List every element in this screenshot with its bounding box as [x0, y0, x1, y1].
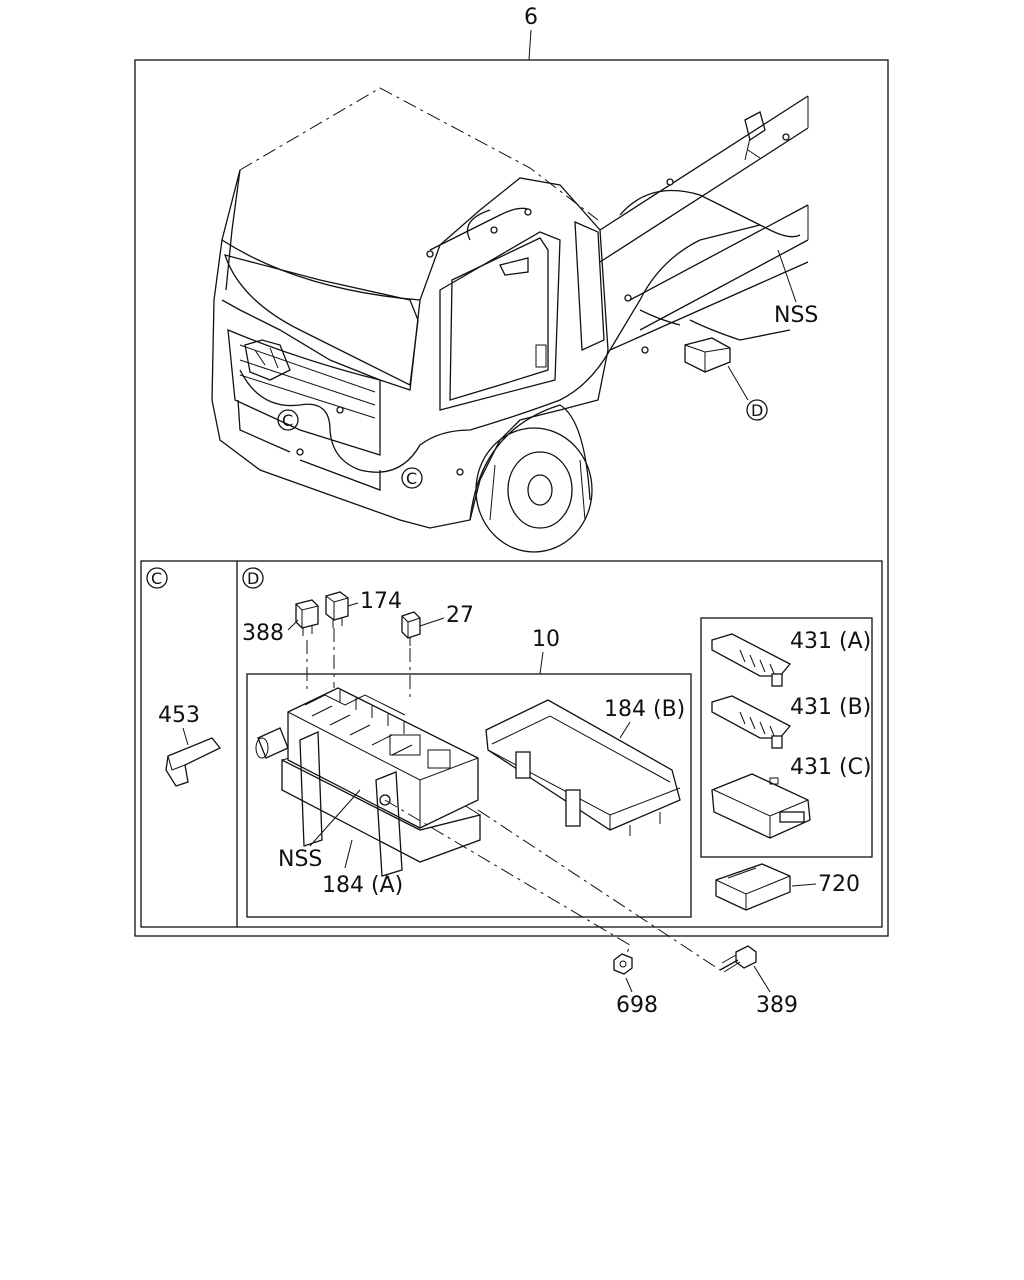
connector-431b	[711, 695, 792, 749]
main-frame	[134, 59, 889, 937]
fuse-box-frame	[246, 673, 692, 918]
relay-388	[295, 599, 319, 636]
part-431a-label: 431 (A)	[790, 629, 871, 654]
part-184a-label: 184 (A)	[322, 873, 403, 898]
fuse-box-cover	[485, 699, 681, 836]
connector-431c	[711, 773, 811, 839]
part-27-label: 27	[446, 603, 474, 628]
detail-frame	[140, 560, 883, 928]
part-453-clip	[165, 737, 222, 787]
part-10-label: 10	[532, 627, 560, 652]
callout-c-right-letter: C	[406, 469, 417, 488]
part-174-label: 174	[360, 589, 402, 614]
panel-c-marker	[146, 567, 168, 589]
fuse-27	[401, 611, 421, 646]
part-453-label: 453	[158, 703, 200, 728]
panel-c-letter: C	[151, 569, 162, 588]
bracket-720	[715, 863, 791, 911]
truck-illustration	[211, 87, 809, 553]
part-698-label: 698	[616, 993, 658, 1018]
part-388-label: 388	[242, 621, 284, 646]
part-431c-label: 431 (C)	[790, 755, 872, 780]
nut-698	[613, 953, 633, 975]
callout-d-marker	[746, 399, 768, 421]
part-389-label: 389	[756, 993, 798, 1018]
harness-label-box: NSS	[278, 847, 322, 872]
part-184b-label: 184 (B)	[604, 697, 685, 722]
harness-label-top: NSS	[774, 303, 818, 328]
callout-c-right-marker	[401, 467, 423, 489]
callout-c-left-marker	[277, 409, 299, 431]
assembly-number: 6	[524, 5, 538, 30]
part-720-label: 720	[818, 872, 860, 897]
callout-d-letter: D	[751, 401, 763, 420]
fuse-box-assembly	[255, 687, 481, 877]
part-431b-label: 431 (B)	[790, 695, 871, 720]
connector-431a	[711, 633, 792, 687]
panel-d-letter: D	[247, 569, 259, 588]
panel-d-marker	[242, 567, 264, 589]
bolt-389	[719, 945, 757, 973]
callout-c-left-letter: C	[282, 411, 293, 430]
connector-frame	[700, 617, 873, 858]
relay-174	[325, 591, 349, 628]
